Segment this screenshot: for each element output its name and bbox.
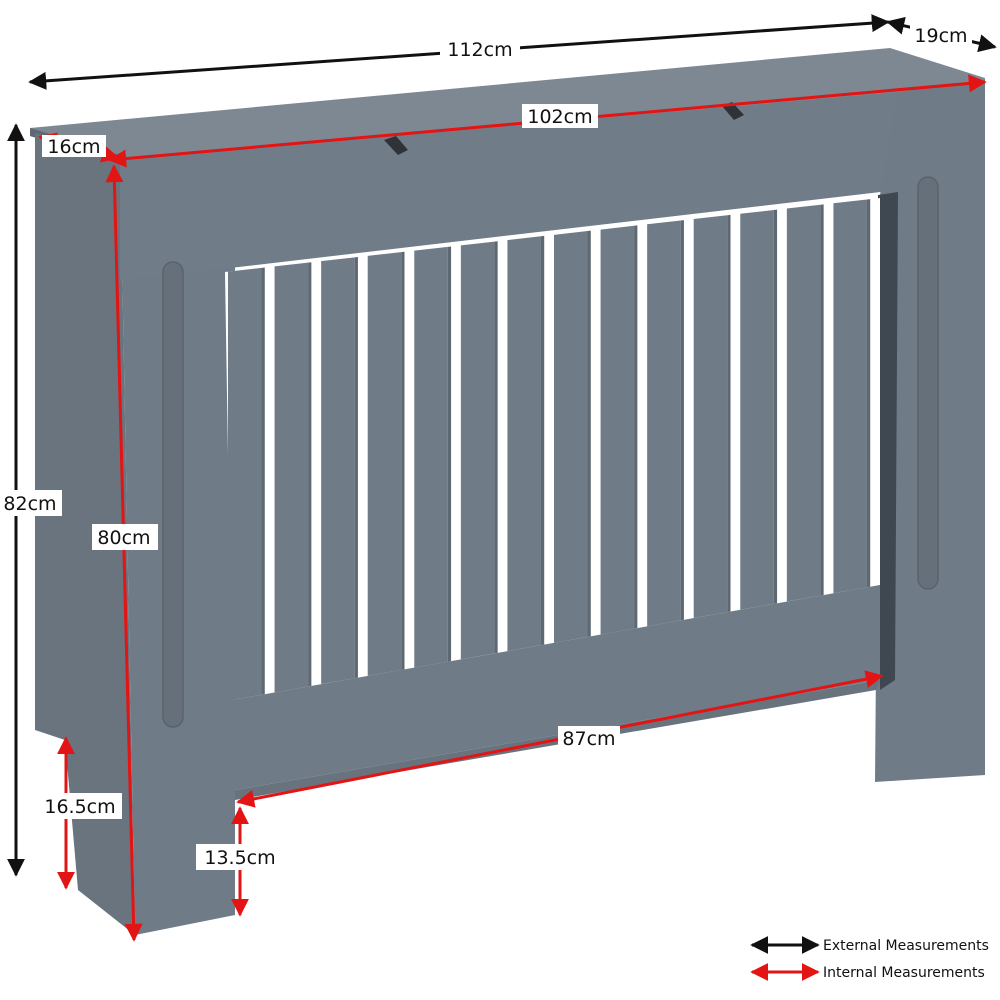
slat-side	[540, 235, 545, 646]
left-groove	[162, 261, 184, 728]
width-label-internal: 102cm	[527, 106, 592, 128]
external-measurements: 112cm 19cm 82cm 16.5cm	[0, 14, 997, 890]
right-groove	[917, 176, 939, 590]
foot-cutout-label: 16.5cm	[44, 796, 115, 818]
slat-side	[820, 204, 824, 596]
slat	[693, 215, 728, 619]
slat-side	[401, 251, 405, 670]
slats	[228, 199, 871, 701]
bottom-width-label-internal: 87cm	[562, 728, 615, 750]
slat	[554, 231, 588, 643]
radiator-cover	[30, 48, 985, 935]
depth-label-external: 19cm	[914, 25, 967, 47]
slat	[274, 262, 309, 693]
slat	[786, 204, 821, 602]
slat	[833, 199, 867, 594]
internal-measurements: 102cm 16cm 80cm 87cm 13.5cm	[38, 74, 987, 942]
height-label-external: 82cm	[3, 493, 56, 515]
slat-side	[261, 267, 265, 695]
legend-internal-label: Internal Measurements	[823, 965, 985, 981]
slat	[507, 236, 541, 652]
slat	[321, 257, 355, 685]
slat-side	[354, 256, 358, 679]
slat	[600, 225, 635, 635]
slat-side	[447, 246, 452, 662]
slat	[414, 246, 448, 668]
slat	[740, 209, 774, 610]
slat-side	[587, 230, 591, 637]
legend: External Measurements Internal Measureme…	[750, 936, 989, 981]
slat	[460, 241, 495, 660]
slat-side	[866, 199, 871, 588]
depth-label-internal: 16cm	[47, 136, 100, 158]
slat-side	[680, 220, 684, 621]
slat-side	[634, 225, 638, 629]
height-arrow-internal	[105, 164, 143, 942]
legend-external-label: External Measurements	[823, 938, 989, 954]
width-label-external: 112cm	[447, 39, 512, 61]
right-inner-shade	[878, 192, 898, 690]
slat	[367, 252, 402, 676]
slat-side	[727, 214, 731, 613]
slat-side	[773, 209, 778, 604]
slat-side	[308, 262, 312, 687]
slat-side	[494, 241, 498, 654]
slat	[228, 267, 262, 701]
bottom-clearance-label-internal: 13.5cm	[204, 847, 275, 869]
height-label-internal: 80cm	[97, 527, 150, 549]
slat	[647, 220, 681, 627]
